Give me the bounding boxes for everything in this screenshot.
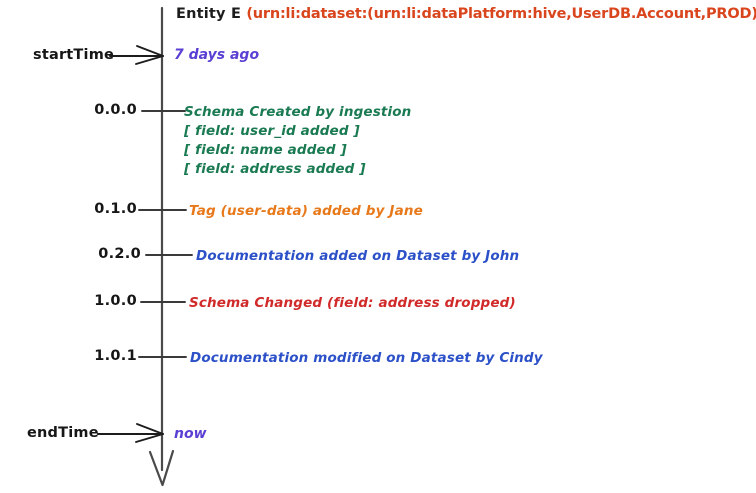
event-detail-field-address: [ field: address added ] <box>184 161 366 177</box>
event-entry-0-2-0[interactable]: Documentation added on Dataset by John <box>196 247 519 266</box>
event-entry-1-0-0[interactable]: Schema Changed (field: address dropped) <box>189 294 516 313</box>
event-entry-0-1-0[interactable]: Tag (user-data) added by Jane <box>189 202 423 221</box>
end-time-arrow-icon <box>97 423 164 443</box>
event-entry-0-0-0[interactable]: Schema Created by ingestion [ field: use… <box>184 103 411 179</box>
end-time-label: endTime <box>27 425 99 441</box>
timeline-end-arrowhead-icon <box>148 449 175 487</box>
event-headline: Schema Created by ingestion <box>184 104 412 120</box>
start-time-value: 7 days ago <box>174 47 260 63</box>
event-entry-1-0-1[interactable]: Documentation modified on Dataset by Cin… <box>190 349 543 368</box>
event-headline: Documentation modified on Dataset by Cin… <box>190 350 543 366</box>
event-headline: Tag (user-data) added by Jane <box>189 203 423 219</box>
event-headline: Documentation added on Dataset by John <box>196 248 520 264</box>
start-time-arrow-icon <box>109 45 164 65</box>
version-label-1-0-1[interactable]: 1.0.1 <box>94 348 137 364</box>
start-time-label: startTime <box>33 47 115 63</box>
title-entity-urn: (urn:li:dataset:(urn:li:dataPlatform:hiv… <box>246 6 756 22</box>
version-label-0-2-0[interactable]: 0.2.0 <box>98 246 141 262</box>
version-label-0-1-0[interactable]: 0.1.0 <box>94 201 137 217</box>
version-label-0-0-0[interactable]: 0.0.0 <box>94 102 137 118</box>
event-headline: Schema Changed (field: address dropped) <box>189 295 516 311</box>
event-detail-field-name: [ field: name added ] <box>184 142 347 158</box>
diagram-title: Entity E (urn:li:dataset:(urn:li:dataPla… <box>176 7 756 22</box>
version-label-1-0-0[interactable]: 1.0.0 <box>94 293 137 309</box>
event-detail-field-user-id: [ field: user_id added ] <box>184 123 360 139</box>
title-entity-label: Entity E <box>176 6 247 22</box>
end-time-value: now <box>174 426 207 442</box>
